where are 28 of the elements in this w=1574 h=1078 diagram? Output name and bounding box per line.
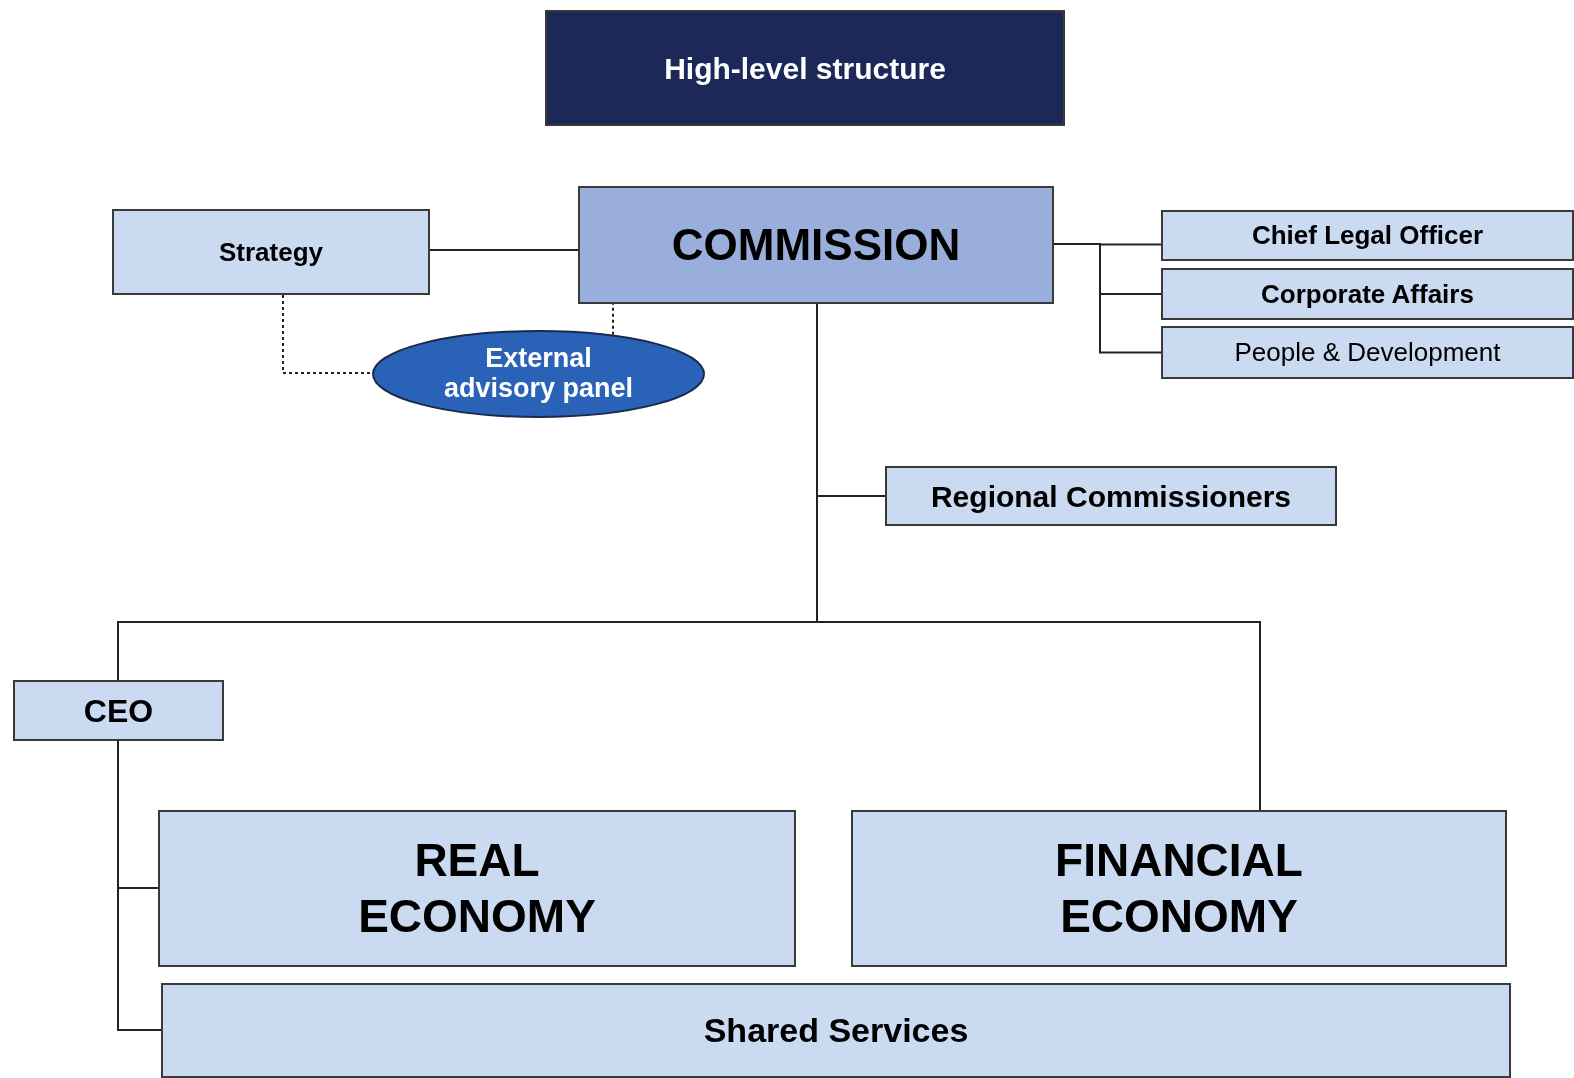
node-label: Chief Legal Officer xyxy=(1251,219,1484,252)
node-label: High-level structure xyxy=(664,50,946,87)
node-label: Corporate Affairs xyxy=(1261,277,1474,311)
process-box xyxy=(885,466,1337,526)
dotted-connector xyxy=(282,294,373,374)
node-label: External advisory panel xyxy=(442,344,635,404)
node-label: CEO xyxy=(83,691,154,731)
node-label: People & Development xyxy=(1234,336,1501,369)
process-box xyxy=(13,680,224,741)
process-box xyxy=(1161,326,1574,379)
node-label: Shared Services xyxy=(703,1010,969,1051)
process-box xyxy=(158,810,796,967)
node-label: COMMISSION xyxy=(671,219,961,271)
connector-line xyxy=(117,740,162,1031)
process-box xyxy=(1161,268,1574,320)
process-box xyxy=(851,810,1507,967)
title-box xyxy=(545,10,1065,126)
connector-line xyxy=(1053,243,1162,354)
process-box xyxy=(161,983,1511,1078)
ellipse-node xyxy=(372,330,705,418)
process-box xyxy=(112,209,430,295)
connector-line xyxy=(429,249,579,251)
process-box xyxy=(1161,210,1574,261)
node-label: Regional Commissioners xyxy=(930,478,1292,515)
node-label: Strategy xyxy=(218,235,323,269)
node-label: REAL ECONOMY xyxy=(357,833,597,944)
node-label: FINANCIAL ECONOMY xyxy=(1054,833,1304,944)
process-box xyxy=(578,186,1054,304)
